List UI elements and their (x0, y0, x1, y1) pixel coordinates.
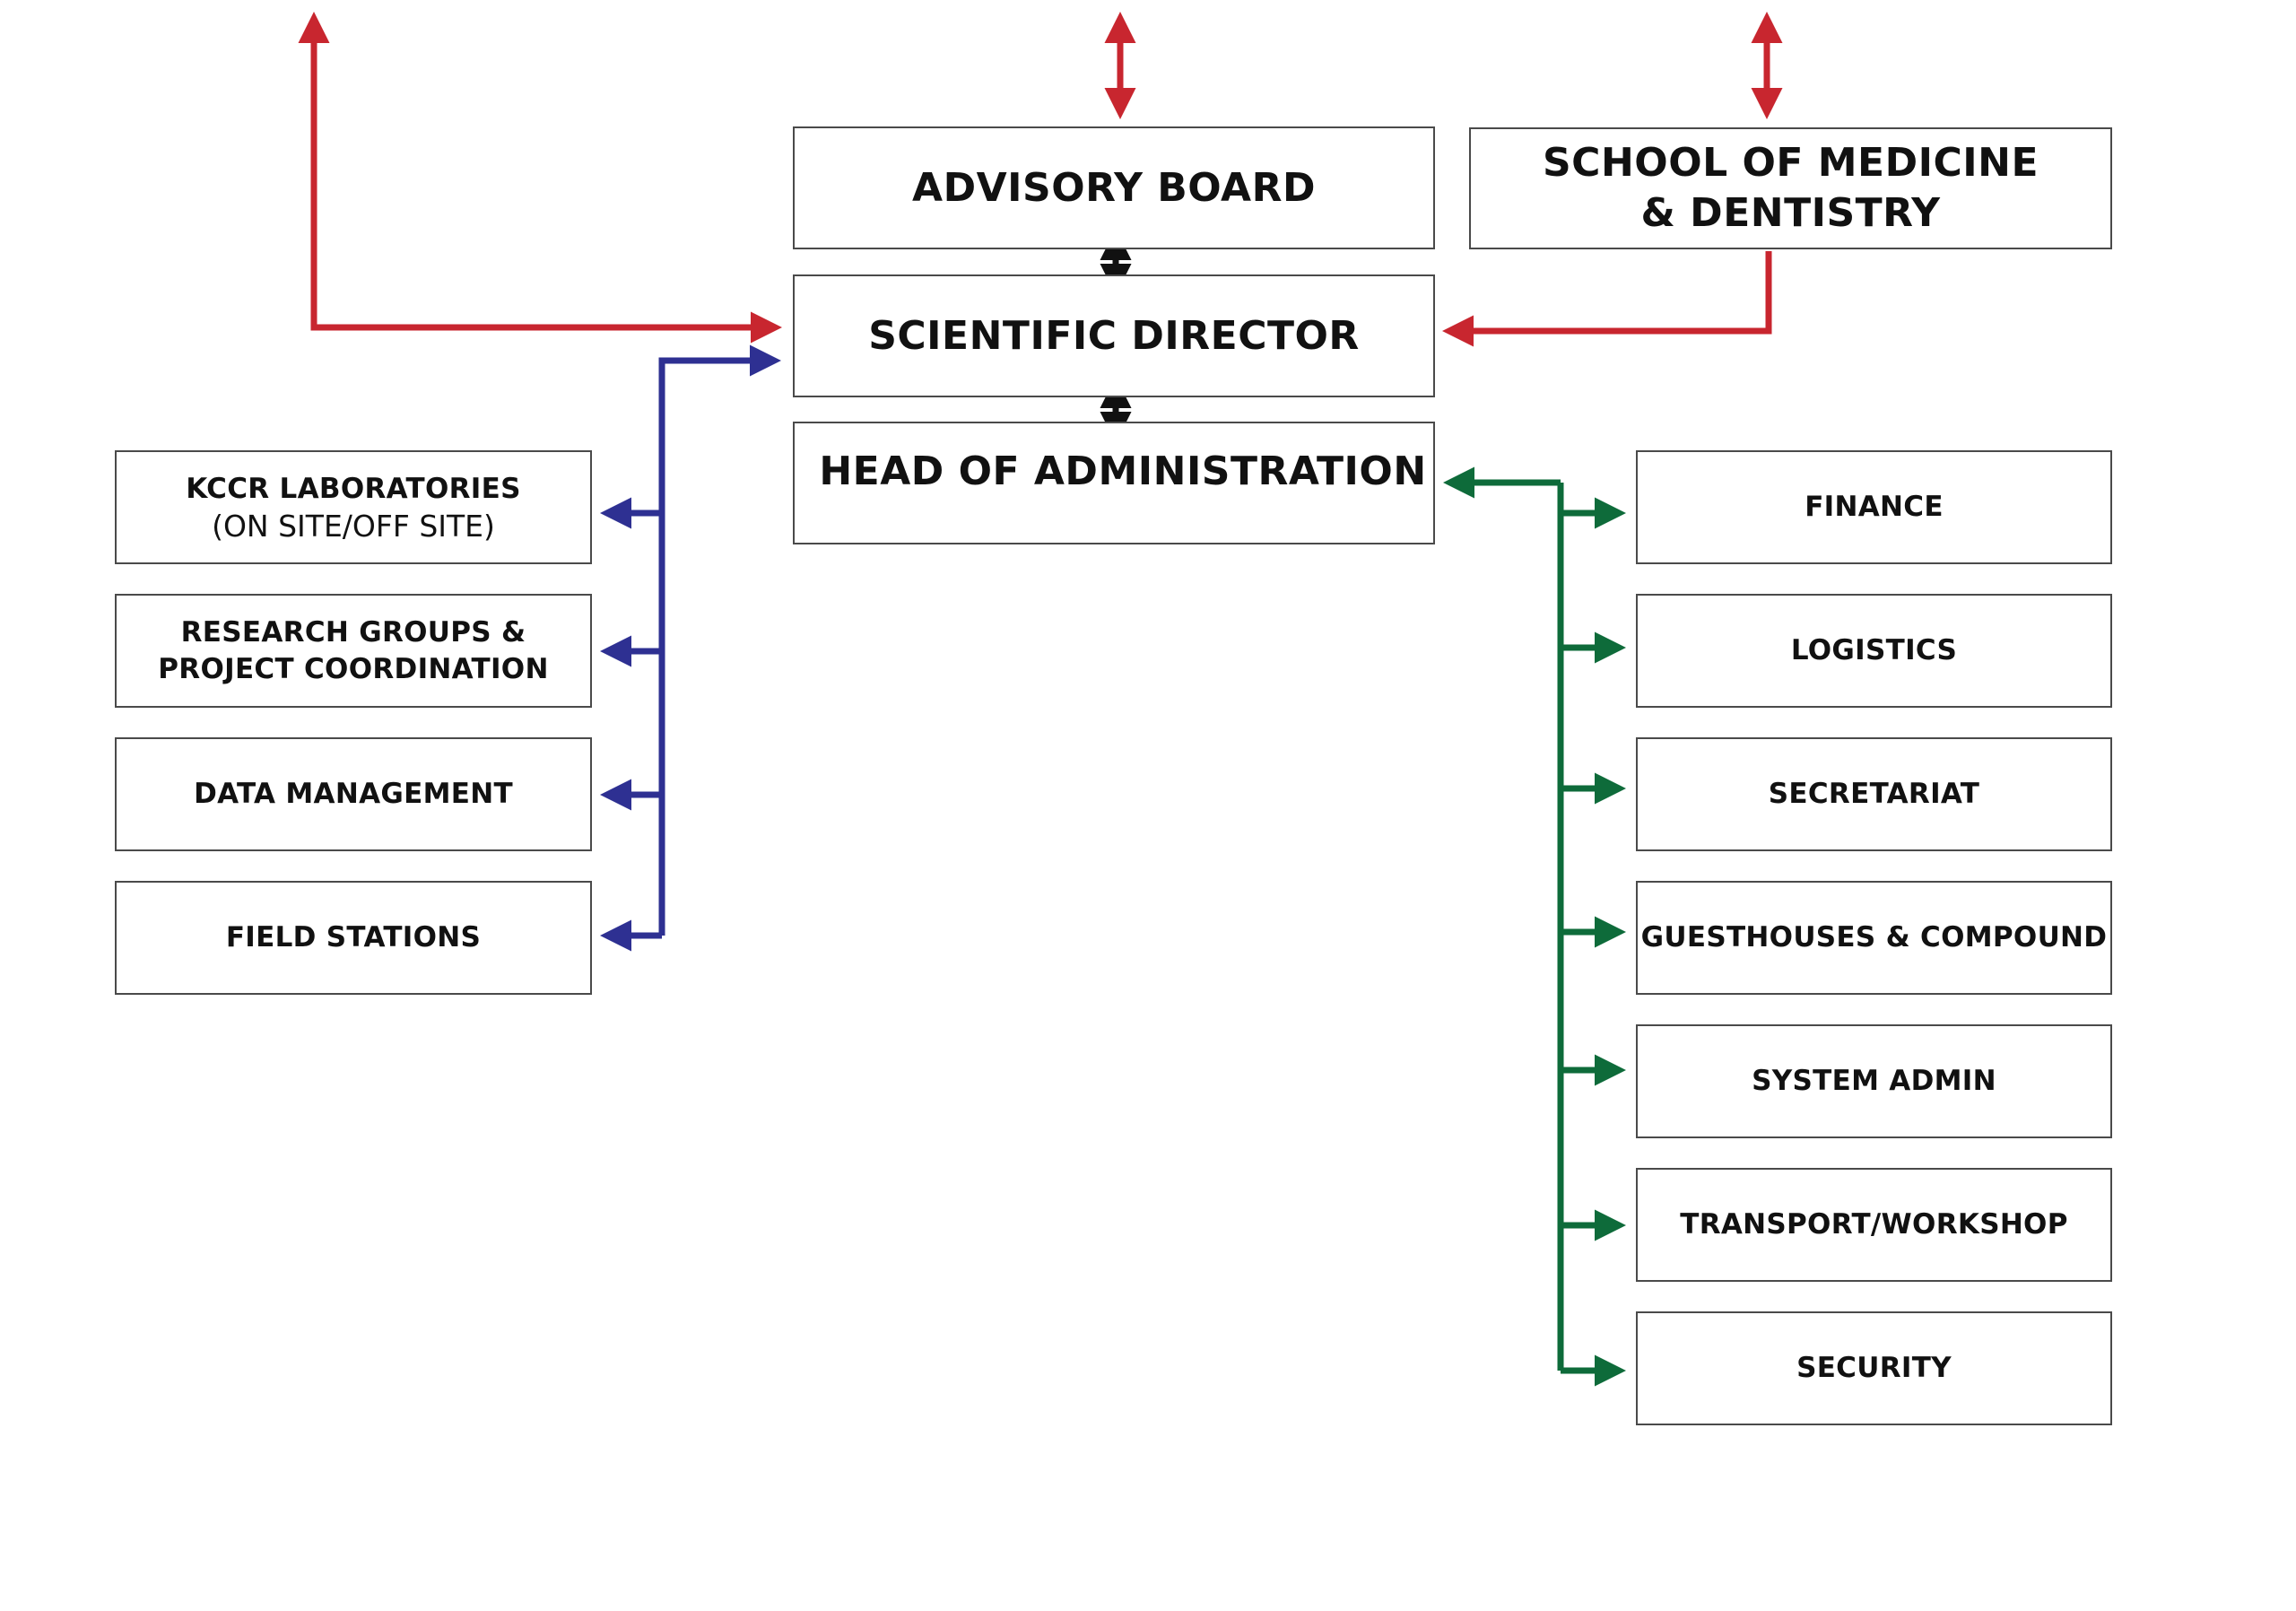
admin-unit-transport-workshop: TRANSPORT/WORKSHOP (1636, 1168, 2112, 1282)
research-unit-kccr-laboratories: KCCR LABORATORIES (ON SITE/OFF SITE) (115, 450, 592, 564)
admin-unit-system-admin: SYSTEM ADMIN (1636, 1024, 2112, 1138)
admin-unit-label: LOGISTICS (1790, 634, 1958, 666)
admin-unit-security: SECURITY (1636, 1311, 2112, 1425)
external-link-left (298, 12, 782, 344)
admin-unit-secretariat: SECRETARIAT (1636, 737, 2112, 851)
research-unit-sublabel: (ON SITE/OFF SITE) (212, 508, 495, 544)
school-of-medicine-label: SCHOOL OF MEDICINE & DENTISTRY (1542, 140, 2039, 236)
head-of-administration-label: HEAD OF ADMINISTRATION (819, 448, 1427, 494)
advisory-board-label: ADVISORY BOARD (912, 164, 1316, 211)
school-to-director-link (1442, 251, 1772, 347)
research-unit-label: FIELD STATIONS (225, 921, 482, 954)
research-branch-trunk (658, 357, 775, 936)
research-unit-label: RESEARCH GROUPS & PROJECT COORDINATION (158, 615, 549, 685)
research-unit-field-stations: FIELD STATIONS (115, 881, 592, 995)
scientific-director-label: SCIENTIFIC DIRECTOR (868, 312, 1360, 359)
research-unit-research-groups: RESEARCH GROUPS & PROJECT COORDINATION (115, 594, 592, 708)
admin-unit-label: SECRETARIAT (1768, 778, 1980, 810)
kccr-label-wrapper: KCCR LABORATORIES (ON SITE/OFF SITE) (186, 471, 520, 544)
scientific-director-box: SCIENTIFIC DIRECTOR (793, 274, 1435, 397)
admin-unit-label: SYSTEM ADMIN (1752, 1065, 1996, 1097)
admin-unit-guesthouses: GUESTHOUSES & COMPOUND (1636, 881, 2112, 995)
head-of-administration-box: HEAD OF ADMINISTRATION (793, 422, 1435, 544)
research-unit-data-management: DATA MANAGEMENT (115, 737, 592, 851)
admin-unit-label: FINANCE (1805, 491, 1944, 523)
advisory-board-box: ADVISORY BOARD (793, 126, 1435, 249)
research-unit-label: DATA MANAGEMENT (194, 778, 513, 810)
admin-unit-label: TRANSPORT/WORKSHOP (1680, 1208, 2068, 1241)
admin-unit-label: GUESTHOUSES & COMPOUND (1640, 921, 2108, 954)
school-of-medicine-box: SCHOOL OF MEDICINE & DENTISTRY (1469, 127, 2112, 249)
admin-unit-logistics: LOGISTICS (1636, 594, 2112, 708)
admin-unit-label: SECURITY (1796, 1352, 1952, 1384)
admin-unit-finance: FINANCE (1636, 450, 2112, 564)
research-unit-label: KCCR LABORATORIES (186, 472, 521, 505)
